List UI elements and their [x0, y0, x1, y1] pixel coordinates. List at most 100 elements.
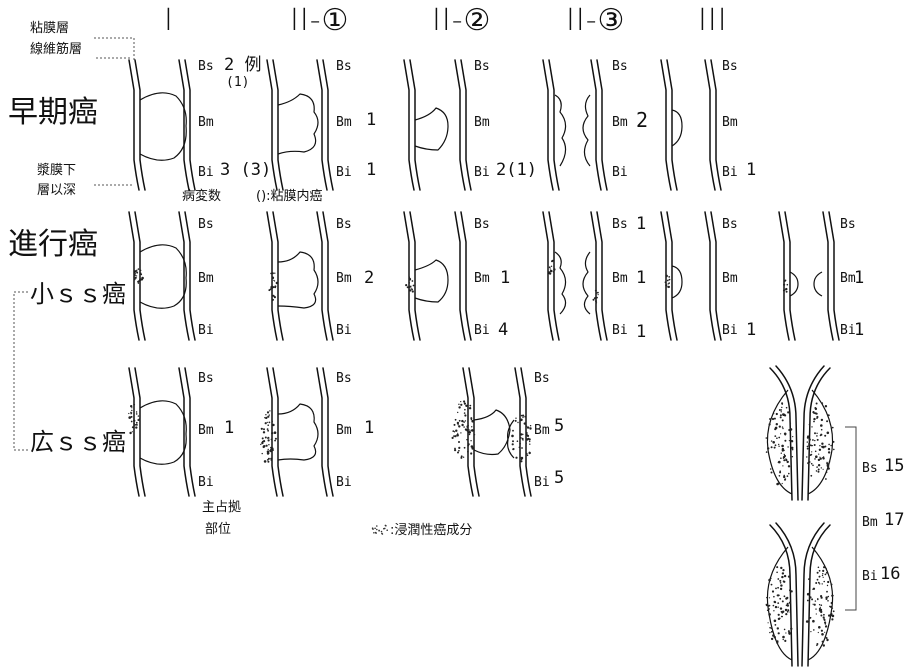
right-figure-lower: [767, 523, 832, 666]
early-tumor-ii2: [415, 108, 448, 150]
wide-bi-ii1: Bi: [336, 476, 352, 489]
early-count-ii1-bi: 1: [366, 162, 376, 179]
small-duct-ii2-left-wall: [404, 212, 420, 340]
early-bi-ii1: Bi: [336, 166, 352, 179]
early-bm-i: Bm: [198, 116, 214, 129]
group-small-ss: 小ｓｓ癌: [30, 282, 126, 306]
early-bs-iii: Bs: [722, 60, 738, 73]
legend-main-site-2: 部位: [205, 523, 231, 536]
small-count-iiib-bm: 1: [854, 270, 864, 287]
small-duct-iiib-left-wall: [779, 212, 795, 340]
wide-dots-ii2-right: [511, 415, 532, 463]
small-dots-ii1: [268, 272, 278, 301]
legend-intramucosal: ():粘膜内癌: [256, 190, 323, 203]
early-duct-i-right-wall: [179, 60, 195, 190]
small-bs-iiia: Bs: [722, 218, 738, 231]
right-count-bs: 15: [884, 458, 904, 475]
early-tumor-iii: [672, 110, 682, 146]
small-count-ii3-bi: 1: [636, 324, 646, 341]
right-figure-lower-dots-left: [766, 566, 793, 644]
legend-fibromuscular: 線維筋層: [30, 43, 82, 56]
small-bm-ii2: Bm: [474, 272, 490, 285]
wide-tumor-ii1: [278, 404, 318, 460]
wide-duct-ii2: [463, 368, 531, 496]
early-duct-ii2: [404, 60, 471, 190]
small-duct-ii1-left-wall: [267, 212, 283, 340]
small-count-ii3-bm: 1: [636, 270, 646, 287]
wide-bm-ii2: Bm: [534, 424, 550, 437]
wide-count-ii1-bm: 1: [364, 420, 374, 437]
wide-dots-ii1: [260, 410, 277, 463]
early-bs-ii3: Bs: [612, 60, 628, 73]
right-count-bi: 16: [880, 566, 900, 583]
small-bi-iiia: Bi: [722, 324, 738, 337]
wide-duct-ii2-right-wall: [515, 368, 531, 496]
early-tumor-ii3-left: [555, 95, 566, 166]
small-bm-ii3: Bm: [612, 272, 628, 285]
small-duct-ii3-right-wall: [591, 212, 607, 340]
early-duct-ii1-right-wall: [317, 60, 333, 190]
early-duct-iii-right-wall: [705, 60, 721, 190]
small-bi-ii1: Bi: [336, 324, 352, 337]
early-count-ii2-bi: 2(1): [496, 162, 537, 179]
legend-main-site-1: 主占拠: [202, 501, 241, 514]
wide-bi-i: Bi: [198, 476, 214, 489]
wide-count-ii2-bm: 5: [554, 418, 564, 435]
wide-duct-ii1: [267, 368, 333, 496]
legend-lesion-count: 病変数: [182, 190, 221, 203]
early-duct-ii2-left-wall: [404, 60, 420, 190]
small-bs-ii2: Bs: [474, 218, 490, 231]
small-count-iiia-bi: 1: [746, 322, 756, 339]
wide-bi-ii2: Bi: [534, 476, 550, 489]
small-tumor-ii1: [278, 252, 318, 308]
small-count-iiib-bi: 1: [854, 322, 864, 339]
column-header-2: II-①: [290, 6, 349, 36]
column-header-4: II-③: [566, 6, 625, 36]
small-bm-iiia: Bm: [722, 272, 738, 285]
legend-infiltrative: :浸潤性癌成分: [390, 524, 472, 537]
column-header-3: II-②: [432, 6, 491, 36]
small-duct-iiia-left-wall: [661, 212, 677, 340]
small-duct-i-right-wall: [179, 212, 195, 340]
small-count-ii3-bs: 1: [636, 216, 646, 233]
wide-duct-ii1-right-wall: [317, 368, 333, 496]
wide-duct-i-right-wall: [179, 368, 195, 496]
small-count-ii2-bi: 4: [498, 322, 508, 339]
early-bs-i: Bs: [198, 60, 214, 73]
early-count-ii1-bm: 1: [366, 112, 376, 129]
wide-bs-ii2: Bs: [534, 372, 550, 385]
early-tumor-ii1: [278, 94, 318, 154]
wide-bm-i: Bm: [198, 424, 214, 437]
early-duct-iii: [661, 60, 721, 190]
small-tumor-iiia: [672, 266, 682, 298]
column-header-1: I: [164, 6, 174, 36]
early-count-iii-bi: 1: [746, 162, 756, 179]
early-bi-ii2: Bi: [474, 166, 490, 179]
small-duct-ii3-left-wall: [543, 212, 559, 340]
wide-tumor-i: [140, 401, 186, 464]
small-duct-iiia: [661, 212, 721, 340]
early-count-i-bi: 3 (3): [220, 162, 271, 179]
small-bs-iiib: Bs: [840, 218, 856, 231]
small-count-ii2-bm: 1: [500, 270, 510, 287]
small-bs-ii3: Bs: [612, 218, 628, 231]
small-duct-ii2: [404, 212, 471, 340]
early-bi-iii: Bi: [722, 166, 738, 179]
small-bs-i: Bs: [198, 218, 214, 231]
small-duct-ii1: [267, 212, 333, 340]
early-duct-iii-left-wall: [661, 60, 677, 190]
small-tumor-ii3-left: [555, 252, 566, 314]
legend-mucosa: 粘膜層: [30, 22, 69, 35]
early-duct-ii1: [267, 60, 333, 190]
small-tumor-iiib-left: [790, 272, 798, 296]
small-bm-ii1: Bm: [336, 272, 352, 285]
ss-group-bracket: [14, 292, 28, 450]
small-tumor-ii2: [415, 260, 448, 302]
column-header-5: III: [698, 6, 728, 36]
right-count-bm: 17: [884, 512, 904, 529]
wide-dots-ii2-left: [452, 400, 476, 459]
small-count-ii1-bm: 2: [364, 270, 374, 287]
right-bi: Bi: [862, 570, 878, 583]
early-bm-ii3: Bm: [612, 116, 628, 129]
